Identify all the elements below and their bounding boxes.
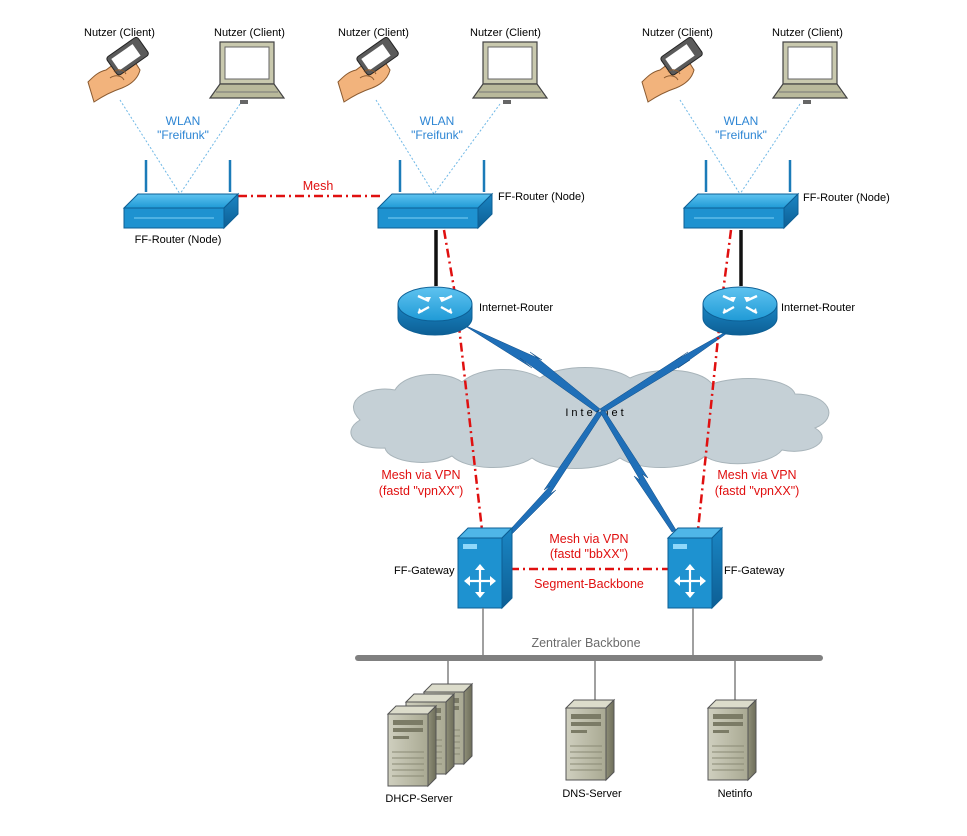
wlan-ssid-label: "Freifunk" (157, 128, 209, 142)
mesh-vpn-label: Mesh via VPN (717, 468, 796, 482)
mesh-vpn-label: Mesh via VPN (381, 468, 460, 482)
ff-router-label: FF-Router (Node) (498, 191, 585, 203)
dns-server-label: DNS-Server (562, 788, 622, 800)
wlan-ssid-label: "Freifunk" (411, 128, 463, 142)
ff-gateway-label: FF-Gateway (724, 565, 785, 577)
client-label: Nutzer (Client) (84, 27, 155, 39)
wlan-label: WLAN (724, 114, 759, 128)
mesh-vpn-detail-label: (fastd "vpnXX") (715, 484, 800, 498)
internet-links (461, 323, 741, 535)
client-label: Nutzer (Client) (214, 27, 285, 39)
client-group-middle (337, 35, 548, 105)
segment-backbone-label: Segment-Backbone (534, 577, 644, 591)
client-group-right (641, 35, 848, 105)
hand-phone-icon (337, 35, 400, 103)
client-group-left (87, 35, 285, 105)
gateway-icon (666, 526, 724, 610)
internet-label: Internet (565, 407, 626, 419)
wireless-router-icon (376, 158, 494, 230)
dhcp-server-label: DHCP-Server (385, 793, 453, 805)
internet-router-label: Internet-Router (781, 302, 855, 314)
client-label: Nutzer (Client) (470, 27, 541, 39)
wireless-router-icon (682, 158, 800, 230)
router-icon (701, 285, 779, 337)
hand-phone-icon (641, 35, 704, 103)
wlan-label: WLAN (420, 114, 455, 128)
mesh-bb-label: Mesh via VPN (549, 532, 628, 546)
ff-gateway-label: FF-Gateway (394, 565, 455, 577)
laptop-icon (772, 41, 848, 105)
mesh-bb-detail-label: (fastd "bbXX") (550, 547, 628, 561)
server-tower-icon (565, 699, 615, 781)
laptop-icon (472, 41, 548, 105)
gateway-icon (456, 526, 514, 610)
wireless-router-icon (122, 158, 240, 230)
client-label: Nutzer (Client) (338, 27, 409, 39)
netinfo-label: Netinfo (718, 788, 753, 800)
router-icon (396, 285, 474, 337)
internet-router-label: Internet-Router (479, 302, 553, 314)
server-tower-icon (707, 699, 757, 781)
server-tower-icon (387, 705, 437, 787)
mesh-label: Mesh (303, 179, 334, 193)
uplink-cables (434, 230, 743, 286)
laptop-icon (209, 41, 285, 105)
wlan-label: WLAN (166, 114, 201, 128)
dhcp-server-stack (387, 683, 473, 787)
wlan-links (119, 99, 801, 195)
ff-router-label: FF-Router (Node) (135, 234, 222, 246)
wlan-ssid-label: "Freifunk" (715, 128, 767, 142)
mesh-vpn-detail-label: (fastd "vpnXX") (379, 484, 464, 498)
client-label: Nutzer (Client) (642, 27, 713, 39)
central-backbone-label: Zentraler Backbone (531, 636, 640, 650)
internet-cloud (350, 367, 830, 469)
ff-router-label: FF-Router (Node) (803, 192, 890, 204)
client-label: Nutzer (Client) (772, 27, 843, 39)
hand-phone-icon (87, 35, 150, 103)
